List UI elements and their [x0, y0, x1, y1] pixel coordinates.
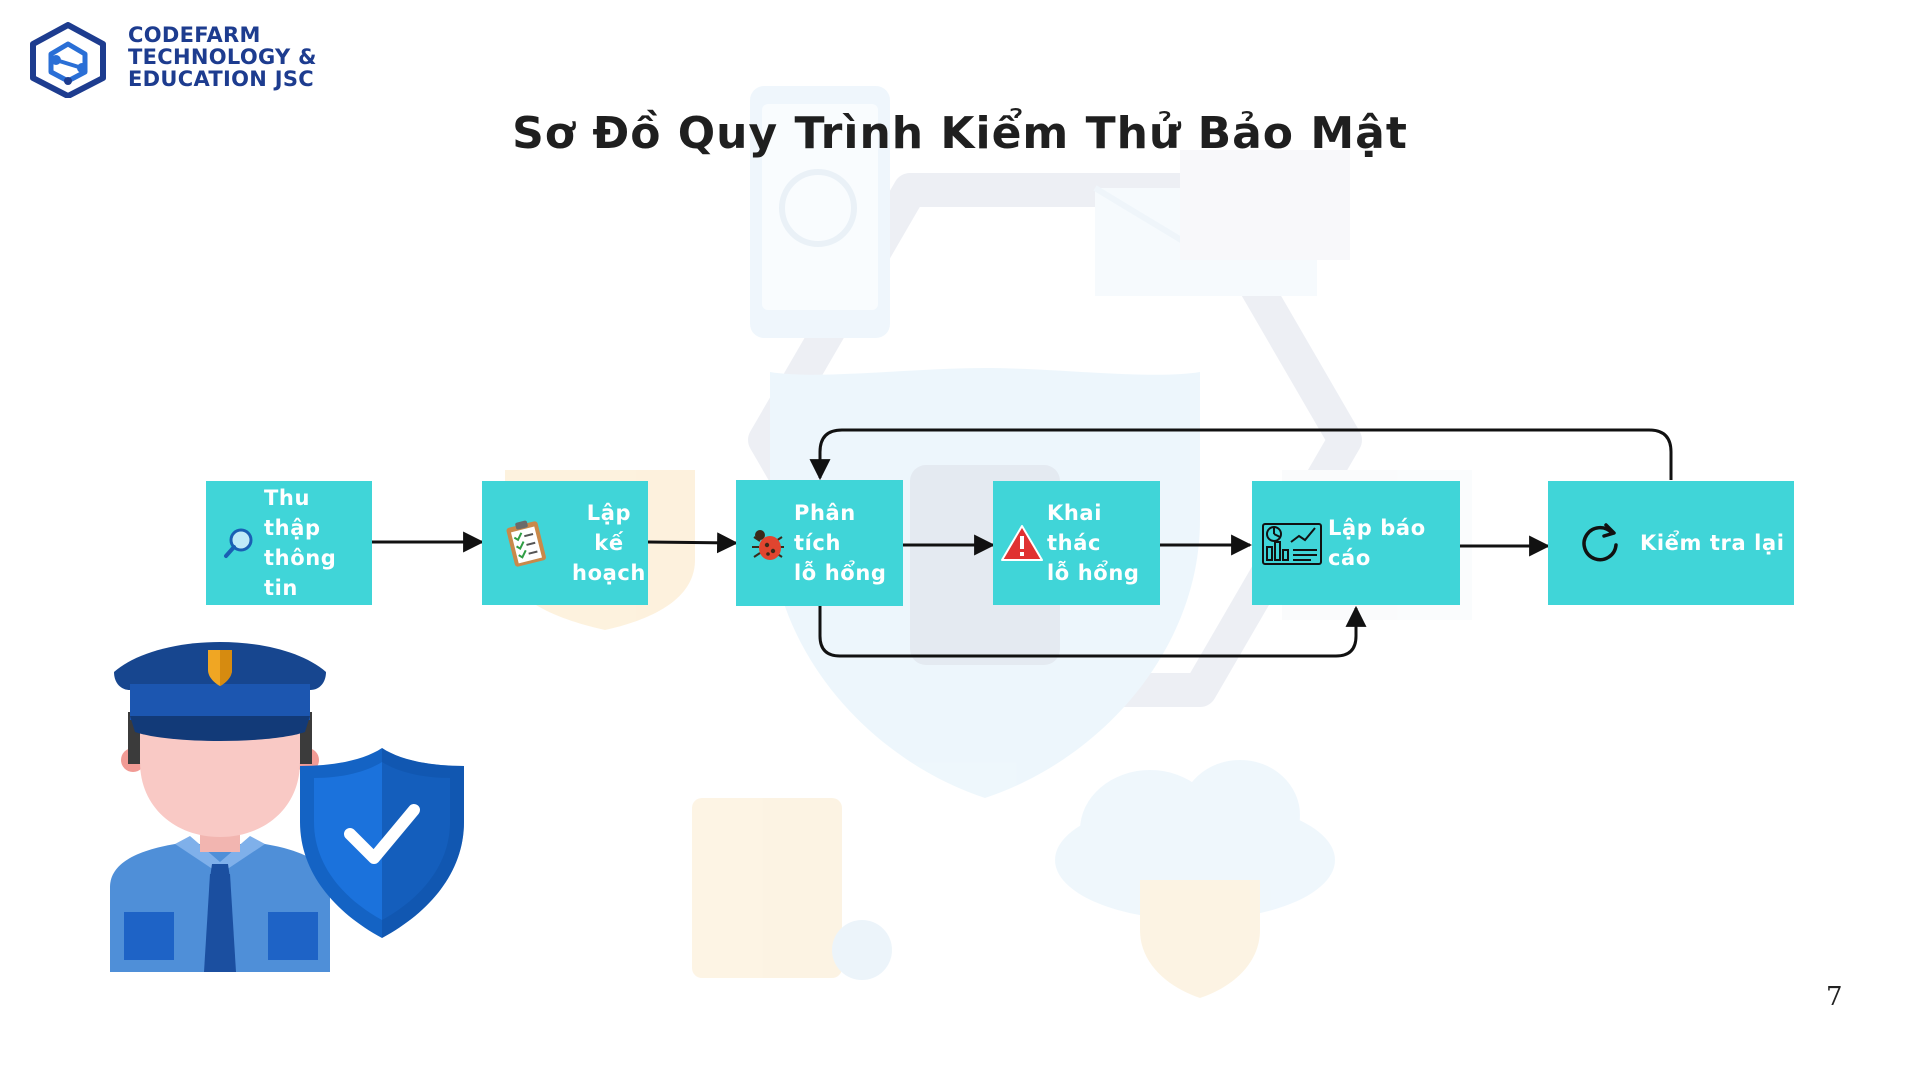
security-guard-illustration [110, 642, 464, 972]
company-name-line-2: TECHNOLOGY & [128, 45, 317, 69]
magnifier-icon [214, 526, 264, 560]
step-label: Khai thác lỗ hổng [1047, 501, 1140, 585]
company-logo: CODEFARM TECHNOLOGY & EDUCATION JSC [26, 22, 326, 102]
refresh-icon [1570, 521, 1630, 565]
guard-collar [175, 836, 265, 874]
guard-tie [204, 874, 236, 972]
step-thu-thap-thong-tin: Thu thập thông tin [206, 481, 372, 605]
step-khai-thac-lo-hong: Khai thác lỗ hổng [993, 481, 1160, 605]
step-label: Lập kế hoạch [572, 501, 646, 585]
warning-icon [997, 523, 1047, 563]
loop-arrow-retest-to-analysis [809, 428, 1673, 481]
step-label: Kiểm tra lại [1640, 531, 1785, 555]
step-phan-tich-lo-hong: Phân tích lỗ hổng [736, 480, 903, 606]
step-label: Lập báo cáo [1328, 516, 1426, 570]
step-label: Phân tích lỗ hổng [794, 501, 887, 585]
company-name-line-1: CODEFARM [128, 23, 261, 47]
step-label: Thu thập thông tin [264, 486, 337, 600]
hexagon-network-logo-icon [30, 22, 106, 98]
guard-pocket-left [124, 912, 174, 960]
loop-arrow-analysis-to-report [818, 605, 1367, 658]
page-title: Sơ Đồ Quy Trình Kiểm Thử Bảo Mật [512, 108, 1408, 159]
company-name-line-3: EDUCATION JSC [128, 67, 314, 91]
shield-check-icon [300, 748, 464, 938]
guard-pocket-right [268, 912, 318, 960]
clipboard-checklist-icon [494, 518, 558, 568]
arrow-step2-step3 [647, 532, 739, 554]
guard-face [140, 722, 300, 837]
step-lap-ke-hoach: Lập kế hoạch [482, 481, 648, 605]
page-number: 7 [1826, 982, 1843, 1012]
step-kiem-tra-lai: Kiểm tra lại [1548, 481, 1794, 605]
report-dashboard-icon [1258, 520, 1326, 566]
guard-cap-visor [130, 716, 310, 741]
guard-cap-band [130, 684, 310, 720]
company-name: CODEFARM TECHNOLOGY & EDUCATION JSC [128, 24, 317, 90]
bug-icon [742, 523, 794, 563]
step-lap-bao-cao: Lập báo cáo [1252, 481, 1460, 605]
